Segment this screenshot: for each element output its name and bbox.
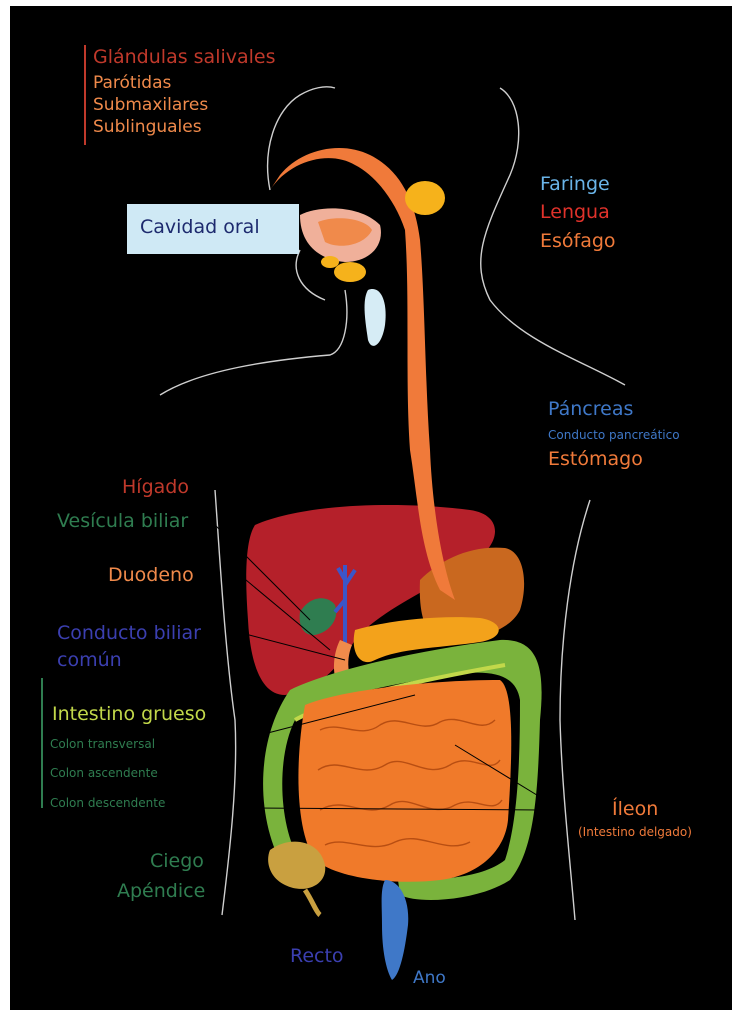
label-tongue: Lengua	[540, 203, 610, 222]
label-oral-cavity: Cavidad oral	[140, 218, 260, 237]
label-liver: Hígado	[122, 478, 189, 497]
label-pharynx: Faringe	[540, 175, 610, 194]
label-ileum: Íleon	[612, 800, 658, 819]
sublingual-gland	[321, 256, 339, 268]
label-small-intestine: (Intestino delgado)	[578, 826, 692, 838]
label-descending-colon: Colon descendente	[50, 797, 165, 809]
label-bile-duct-1: Conducto biliar	[57, 624, 201, 643]
label-bile-duct-2: común	[57, 651, 122, 670]
label-sublingual: Sublinguales	[93, 119, 202, 136]
submaxillary-gland	[334, 262, 366, 282]
small-intestine-shape	[298, 680, 511, 882]
label-rectum: Recto	[290, 947, 344, 966]
label-salivary-glands: Glándulas salivales	[93, 48, 276, 67]
label-appendix: Apéndice	[117, 882, 205, 901]
label-pancreatic-duct: Conducto pancreático	[548, 429, 680, 441]
label-transverse-colon: Colon transversal	[50, 738, 155, 750]
label-pancreas: Páncreas	[548, 400, 633, 419]
label-parotid: Parótidas	[93, 75, 171, 92]
label-submaxillary: Submaxilares	[93, 97, 208, 114]
label-duodenum: Duodeno	[108, 566, 194, 585]
label-esophagus: Esófago	[540, 232, 616, 251]
label-cecum: Ciego	[150, 852, 204, 871]
label-gallbladder: Vesícula biliar	[57, 512, 188, 531]
label-ascending-colon: Colon ascendente	[50, 767, 158, 779]
parotid-gland	[405, 181, 445, 215]
label-anus: Ano	[413, 970, 446, 987]
label-large-intestine: Intestino grueso	[52, 705, 206, 724]
label-stomach: Estómago	[548, 450, 643, 469]
